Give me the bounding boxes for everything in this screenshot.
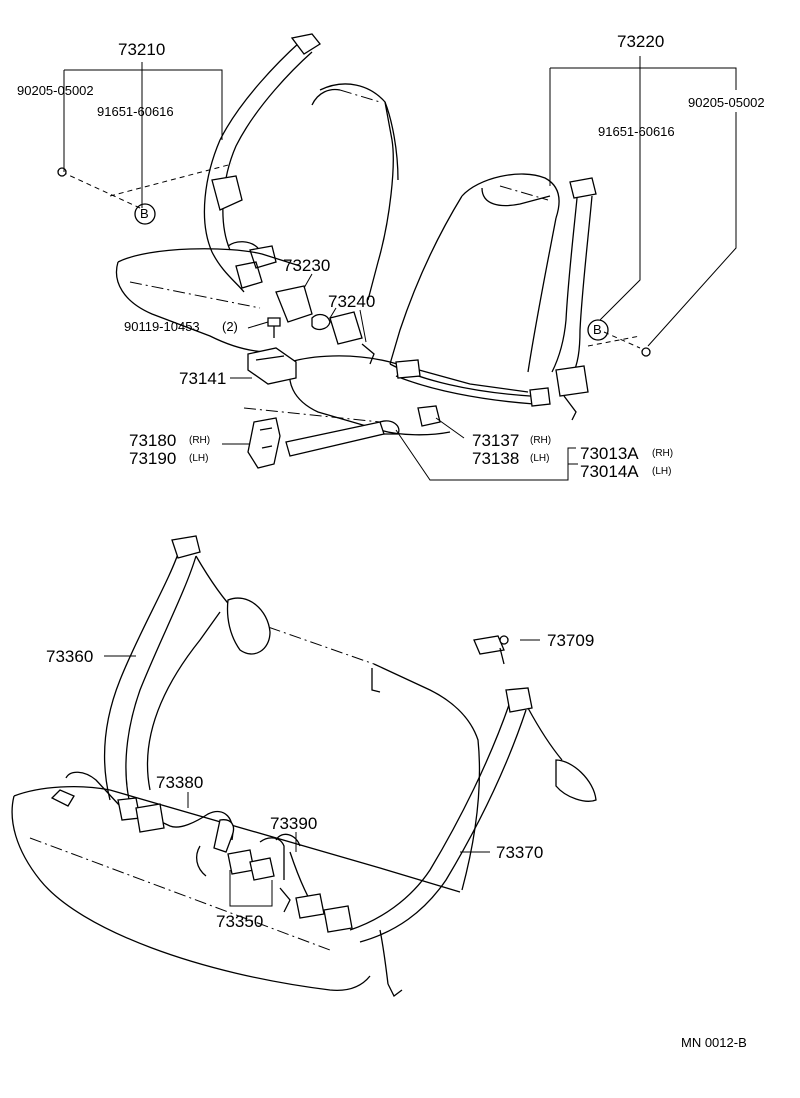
label-73240: 73240 [328,292,376,311]
label-73190: 73190 [129,449,177,468]
left-belt-strap [203,41,301,293]
label-73709: 73709 [547,631,595,650]
right-belt-strap [551,187,579,373]
tag-rh-73137: (RH) [530,435,552,446]
left-seat-cushion [117,248,301,267]
right-seat-cushion [289,355,529,393]
bracket-73141 [247,347,297,385]
tag-lh-73190: (LH) [189,453,209,464]
anchor-73709 [473,635,505,655]
label-73380: 73380 [156,773,204,792]
belt-73360 [103,547,181,801]
label-73350: 73350 [216,912,264,931]
leader-73220 [550,67,737,90]
rear-seat-cushion [13,785,461,893]
drawing-code: MN 0012-B [681,1035,747,1050]
ref-b-right: B [593,322,602,337]
label-73370: 73370 [496,843,544,862]
label-73137: 73137 [472,431,520,450]
left-seatback [319,83,394,301]
tag-lh-73138: (LH) [530,453,550,464]
label-73138: 73138 [472,449,520,468]
label-90119: 90119-10453 [124,319,200,334]
label-73230: 73230 [283,256,331,275]
leader-73210 [64,69,223,140]
rail-cover-73137 [285,421,385,457]
label-90205-left: 90205-05002 [17,83,94,98]
label-73220: 73220 [617,32,665,51]
label-73210: 73210 [118,40,166,59]
label-73180: 73180 [129,431,177,450]
label-91651-left: 91651-60616 [97,104,174,119]
label-73013a: 73013A [580,444,639,463]
tag-lh-73014a: (LH) [652,466,672,477]
label-73360: 73360 [46,647,94,666]
label-90119-qty: (2) [222,319,238,334]
ref-b-left: B [140,206,149,221]
label-73141: 73141 [179,369,227,388]
label-73014a: 73014A [580,462,639,481]
belt-73370 [349,701,511,931]
anchor-plate-73180 [247,417,281,469]
right-seatback [461,173,560,219]
label-90205-right: 90205-05002 [688,95,765,110]
rear-seatback [146,611,221,791]
tag-rh-73013a: (RH) [652,448,674,459]
label-91651-right: 91651-60616 [598,124,675,139]
label-73390: 73390 [270,814,318,833]
tag-rh-73180: (RH) [189,435,211,446]
